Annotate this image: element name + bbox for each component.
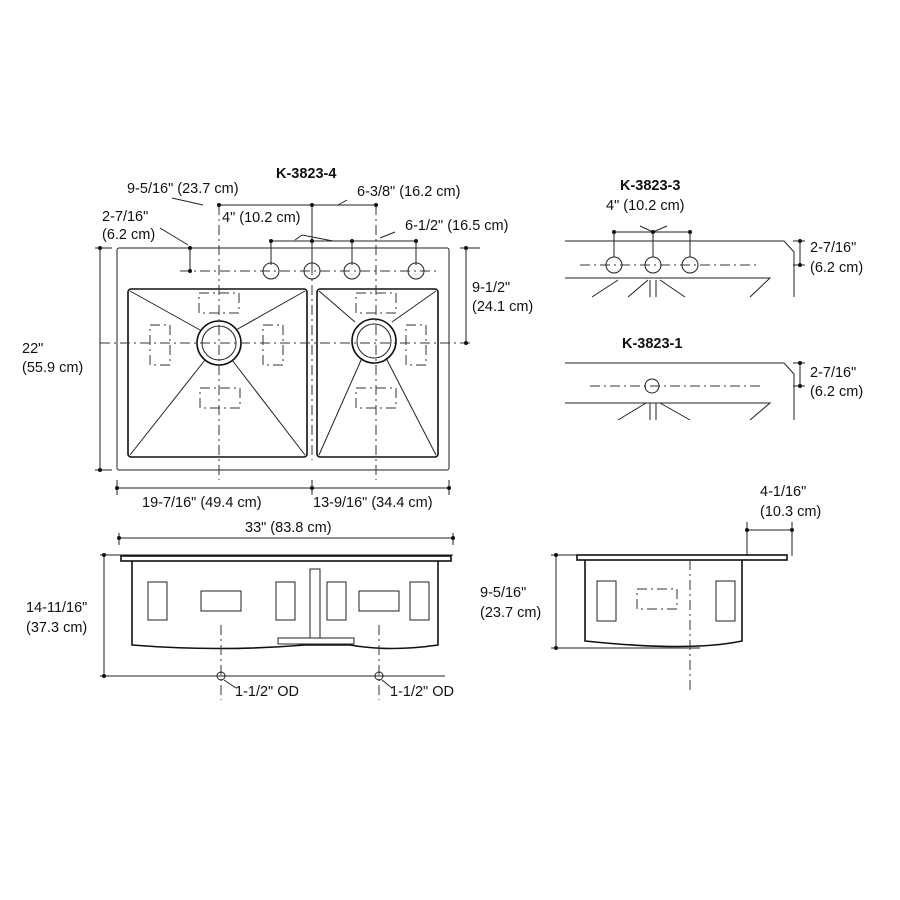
dim-2-7-16-one-hole: 2-7/16" — [810, 365, 856, 381]
three-hole-detail: K-3823-3 4" (10.2 cm) 2-7/16" (6.2 cm) — [565, 178, 863, 298]
right-bowl — [316, 288, 439, 458]
dim-2-7-16-cm-one-hole: (6.2 cm) — [810, 384, 863, 400]
dim-4-1-16: 4-1/16" — [760, 484, 806, 500]
model-title-k3823-1: K-3823-1 — [622, 336, 682, 352]
drain-outlet-left — [216, 671, 226, 681]
faucet-hole — [644, 256, 662, 274]
dim-14-11-16: 14-11/16" — [26, 600, 87, 616]
dim-9-1-2-cm: (24.1 cm) — [472, 299, 533, 315]
faucet-hole — [605, 256, 623, 274]
dim-19-7-16: 19-7/16" (49.4 cm) — [142, 495, 262, 511]
dim-2-7-16-three-hole: 2-7/16" — [810, 240, 856, 256]
dim-6-1-2: 6-1/2" (16.5 cm) — [405, 218, 508, 234]
dim-9-5-16: 9-5/16" (23.7 cm) — [127, 181, 239, 197]
dim-2-7-16-cm: (6.2 cm) — [102, 227, 155, 243]
dim-2-7-16-cm-three-hole: (6.2 cm) — [810, 260, 863, 276]
left-bowl — [127, 288, 308, 458]
side-view: 4-1/16" (10.3 cm) 9-5/16" (23.7 cm) — [480, 484, 821, 690]
dim-6-3-8: 6-3/8" (16.2 cm) — [357, 184, 460, 200]
dim-22-cm: (55.9 cm) — [22, 360, 83, 376]
dim-33: 33" (83.8 cm) — [245, 520, 332, 536]
dim-4-three-hole: 4" (10.2 cm) — [606, 198, 684, 214]
dim-9-5-16-side: 9-5/16" — [480, 585, 526, 601]
dim-2-7-16: 2-7/16" — [102, 209, 148, 225]
faucet-hole — [644, 378, 660, 394]
model-title-k3823-4: K-3823-4 — [276, 166, 336, 182]
one-hole-detail: K-3823-1 2-7/16" (6.2 cm) — [565, 336, 863, 421]
dim-4: 4" (10.2 cm) — [222, 210, 300, 226]
front-view: 33" (83.8 cm) 14-11/16" (37.3 cm) 1-1/2"… — [26, 520, 455, 700]
faucet-hole — [681, 256, 699, 274]
dim-14-11-16-cm: (37.3 cm) — [26, 620, 87, 636]
top-view: K-3823-4 9-5/16" (23.7 cm) 6-3/8" (16.2 … — [22, 166, 533, 511]
dim-22: 22" — [22, 341, 43, 357]
drain-outlet-right — [374, 671, 384, 681]
dim-9-1-2: 9-1/2" — [472, 280, 510, 296]
drain-od-left: 1-1/2" OD — [235, 684, 299, 700]
dim-9-5-16-cm-side: (23.7 cm) — [480, 605, 541, 621]
model-title-k3823-3: K-3823-3 — [620, 178, 680, 194]
right-drain — [351, 318, 397, 364]
drain-od-right: 1-1/2" OD — [390, 684, 454, 700]
dim-13-9-16: 13-9/16" (34.4 cm) — [313, 495, 433, 511]
dim-4-1-16-cm: (10.3 cm) — [760, 504, 821, 520]
sink-outline — [116, 247, 450, 471]
